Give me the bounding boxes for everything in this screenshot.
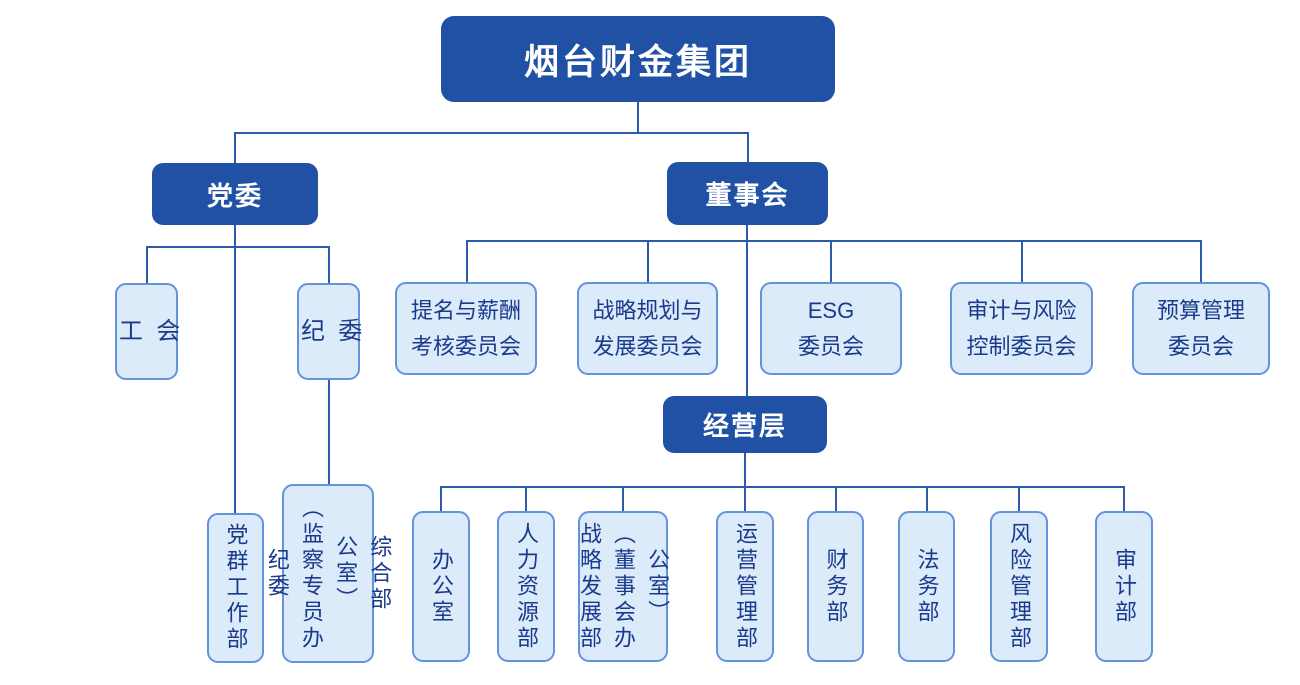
dept-label: 办公室: [429, 547, 455, 626]
node-human-resources-dept: 人力资源部: [497, 511, 555, 662]
dept-label: 风险管理部: [1007, 521, 1033, 652]
connector: [234, 132, 236, 163]
node-finance-dept: 财务部: [807, 511, 864, 662]
node-operations-management-dept: 运营管理部: [716, 511, 774, 662]
connector: [926, 486, 928, 511]
node-strategy-development-dept: 战略发展部 （董事会办公室）: [577, 511, 670, 662]
connector: [440, 486, 442, 511]
dept-label: 纪委 （监察专员办公室） 综合部: [264, 495, 393, 652]
committee-label: ESG 委员会: [797, 297, 864, 359]
connector: [328, 380, 330, 485]
node-labor-union: 工 会: [115, 283, 179, 380]
discipline-committee-label: 纪 委: [296, 317, 361, 346]
dept-label: 人力资源部: [514, 521, 540, 652]
connector: [1018, 486, 1020, 511]
dept-label: 战略发展部 （董事会办公室）: [576, 521, 671, 652]
connector: [146, 246, 148, 283]
connector: [1200, 240, 1202, 282]
connector: [622, 486, 624, 511]
committee-label: 战略规划与 发展委员会: [592, 297, 703, 359]
connector: [328, 246, 330, 283]
connector: [1123, 486, 1125, 511]
committee-label: 预算管理 委员会: [1156, 297, 1245, 359]
node-audit-dept: 审计部: [1095, 511, 1153, 662]
committee-label: 审计与风险 控制委员会: [966, 297, 1077, 359]
labor-union-label: 工 会: [114, 317, 179, 346]
node-risk-management-dept: 风险管理部: [990, 511, 1048, 662]
connector: [466, 240, 1201, 242]
node-party-mass-work-dept: 党群工作部: [207, 513, 264, 663]
node-group-title: 烟台财金集团: [441, 16, 835, 102]
group-title-label: 烟台财金集团: [523, 42, 752, 82]
connector: [835, 486, 837, 511]
connector: [830, 240, 832, 282]
node-audit-risk-control-committee: 审计与风险 控制委员会: [950, 282, 1093, 375]
node-budget-management-committee: 预算管理 委员会: [1132, 282, 1270, 375]
board-of-directors-label: 董事会: [705, 180, 790, 210]
node-management-level: 经营层: [663, 396, 827, 453]
node-strategy-development-committee: 战略规划与 发展委员会: [577, 282, 718, 375]
node-discipline-committee: 纪 委: [297, 283, 361, 380]
dept-label: 法务部: [914, 547, 940, 626]
connector: [1021, 240, 1023, 282]
connector: [746, 225, 748, 396]
connector: [234, 225, 236, 513]
node-general-office: 办公室: [412, 511, 470, 662]
dept-label: 运营管理部: [733, 521, 759, 652]
dept-label: 党群工作部: [223, 523, 249, 653]
node-nomination-remuneration-committee: 提名与薪酬 考核委员会: [395, 282, 537, 375]
connector: [744, 453, 746, 511]
connector: [235, 132, 748, 134]
management-level-label: 经营层: [702, 411, 787, 441]
connector: [525, 486, 527, 511]
connector: [637, 102, 639, 132]
node-legal-dept: 法务部: [898, 511, 955, 662]
committee-label: 提名与薪酬 考核委员会: [410, 297, 521, 359]
connector: [466, 240, 468, 282]
node-party-committee: 党委: [152, 163, 318, 225]
node-discipline-supervision-general-dept: 纪委 （监察专员办公室） 综合部: [265, 484, 392, 663]
connector: [747, 132, 749, 163]
party-committee-label: 党委: [206, 180, 263, 211]
dept-label: 审计部: [1112, 547, 1138, 626]
connector: [647, 240, 649, 282]
dept-label: 财务部: [823, 547, 849, 626]
node-board-of-directors: 董事会: [667, 162, 828, 225]
node-esg-committee: ESG 委员会: [760, 282, 902, 375]
connector: [146, 246, 329, 248]
connector: [441, 486, 1124, 488]
